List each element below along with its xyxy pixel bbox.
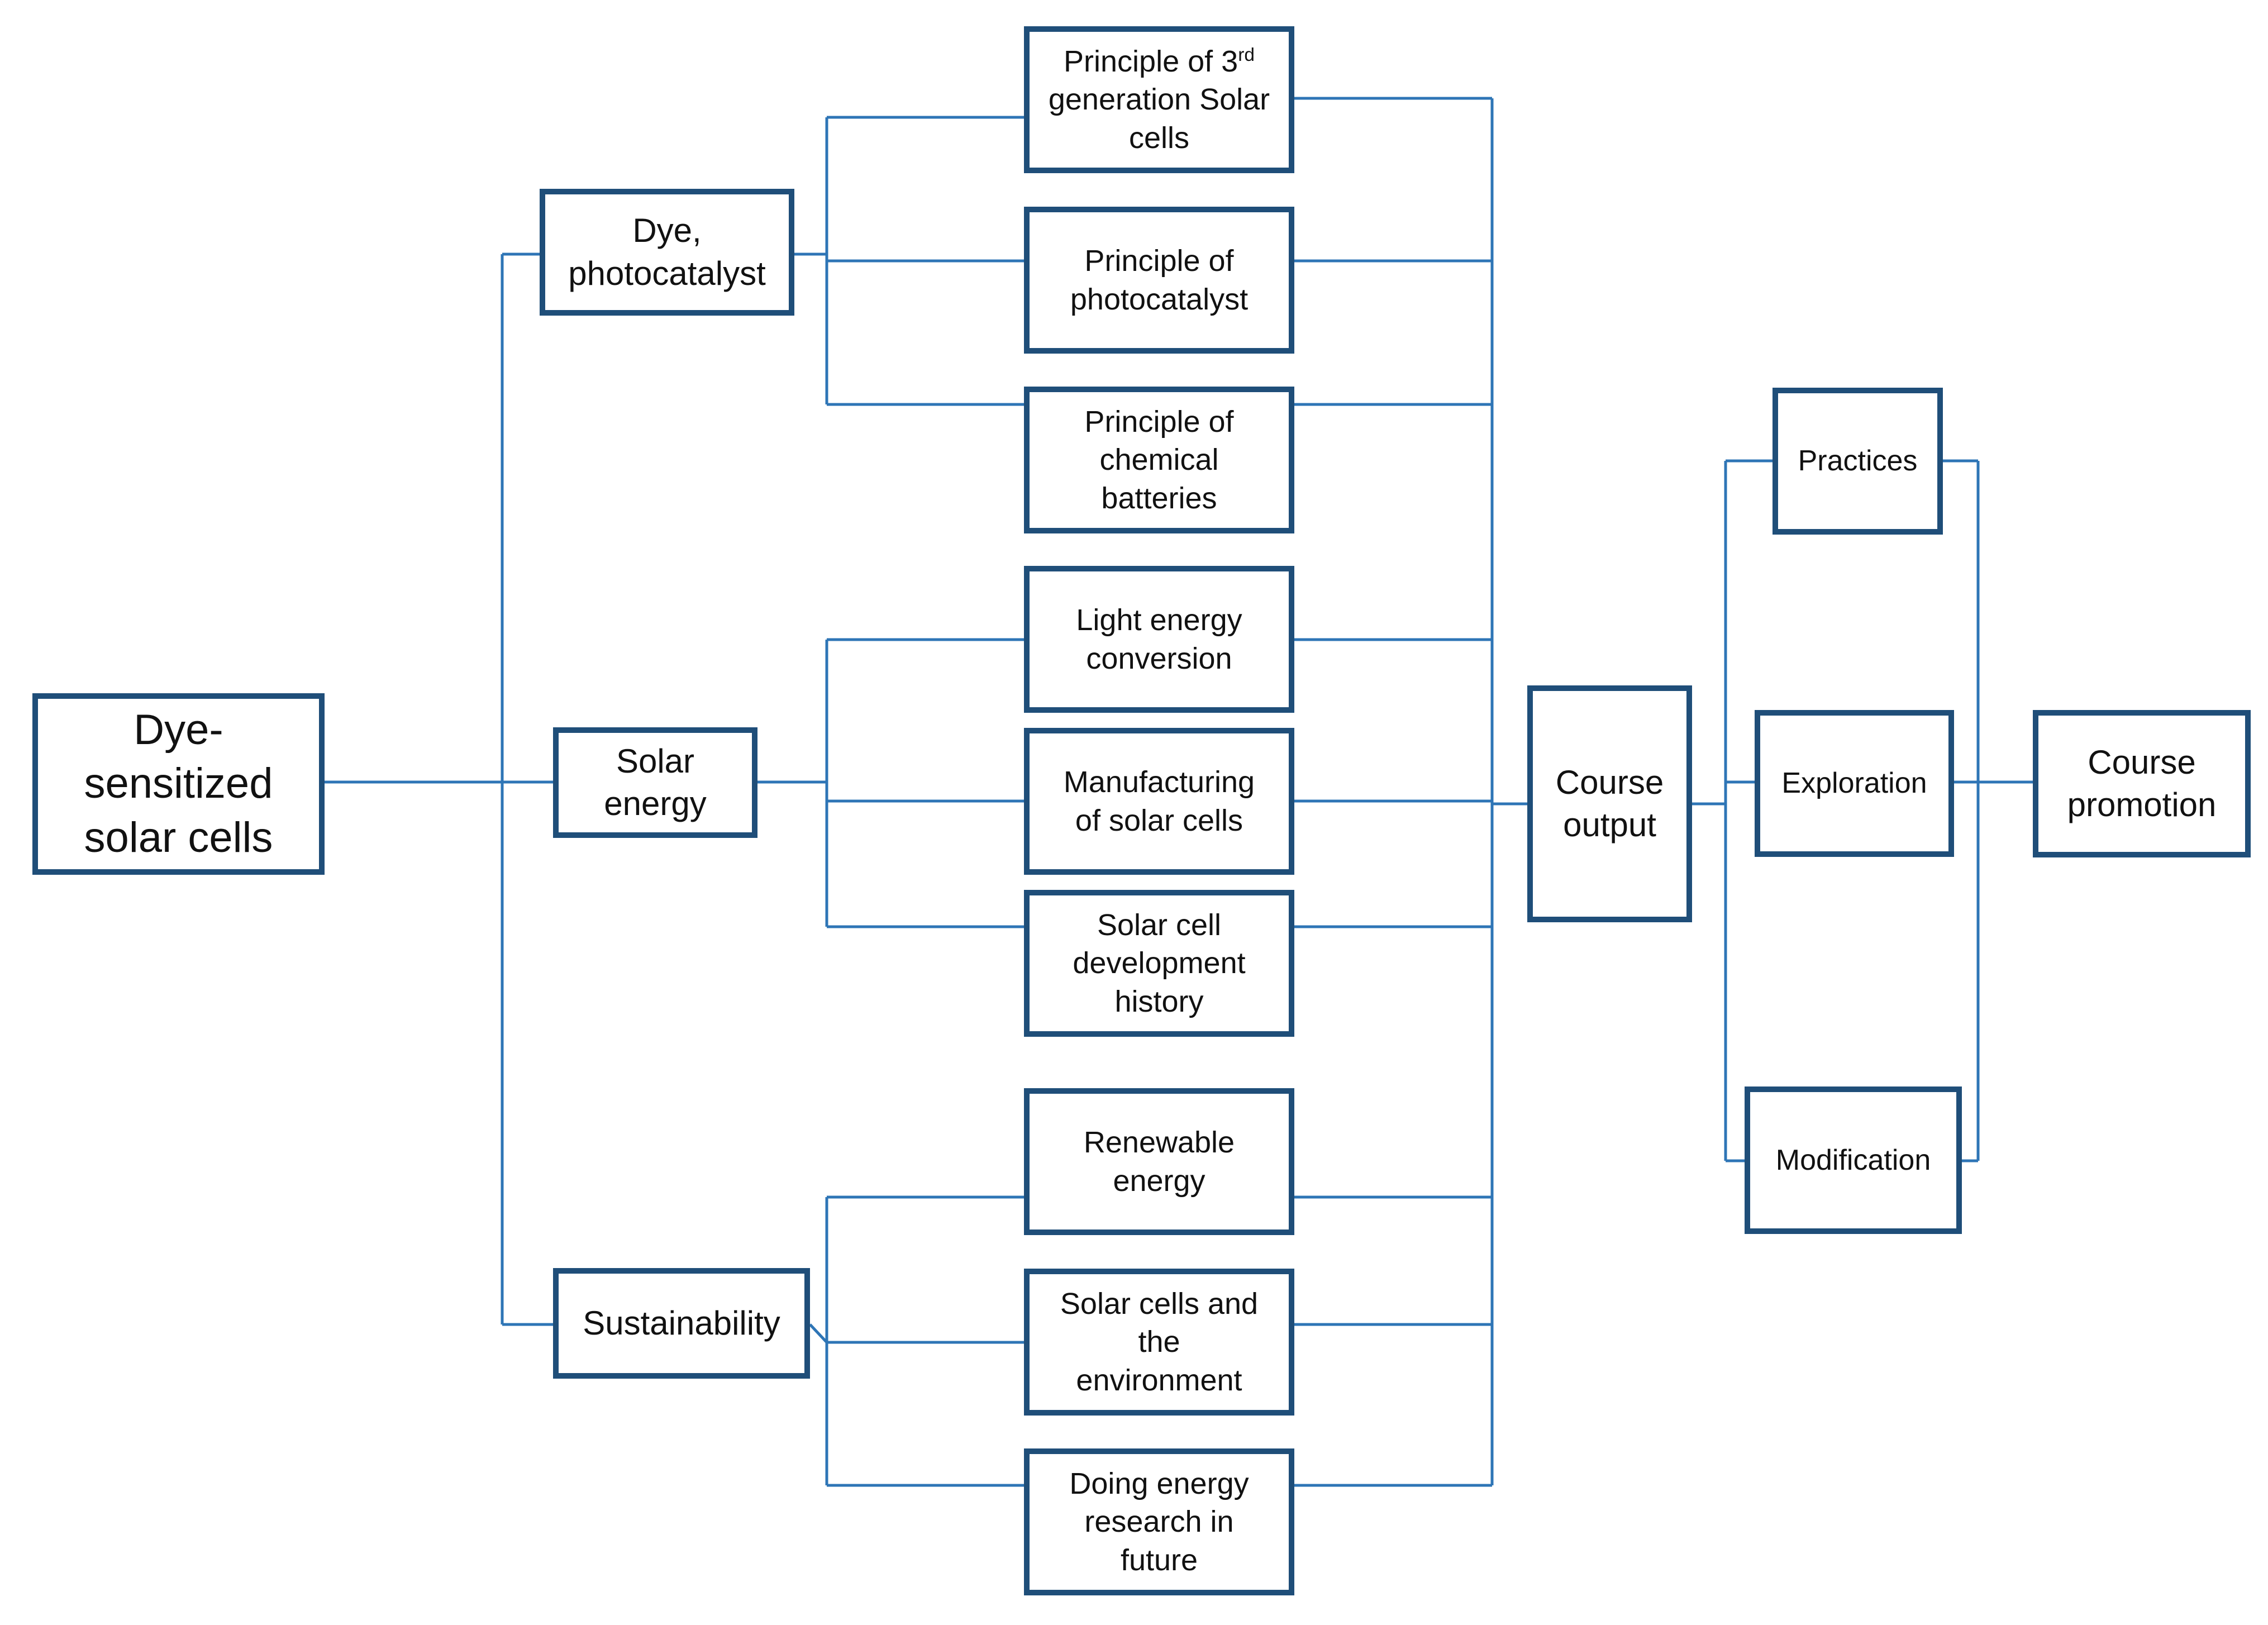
activity-modification-label: Modification — [1775, 1143, 1931, 1176]
course-output-node: Course output — [1527, 685, 1692, 922]
topic-light-conversion-label: Light energy conversion — [1076, 603, 1242, 675]
activity-modification: Modification — [1745, 1086, 1962, 1234]
topic-photocatalyst: Principle of photocatalyst — [1024, 207, 1294, 354]
theme-sustainability-label: Sustainability — [583, 1304, 780, 1342]
course-output-label: Course output — [1555, 763, 1664, 844]
theme-solar-label: Solar energy — [604, 742, 707, 822]
course-promotion-label: Course promotion — [2067, 743, 2217, 823]
topic-renewable-label: Renewable energy — [1083, 1125, 1235, 1198]
topic-environment-label: Solar cells and the environment — [1060, 1286, 1259, 1397]
topic-development-history-label: Solar cell development history — [1073, 908, 1246, 1018]
topic-third-gen-superscript: rd — [1238, 44, 1255, 65]
topic-light-energy-conversion: Light energy conversion — [1024, 566, 1294, 713]
connector-sustainability-out — [809, 1323, 828, 1343]
topic-chemical-batteries-label: Principle of chemical batteries — [1084, 404, 1234, 515]
theme-dye-label: Dye, photocatalyst — [568, 212, 766, 292]
topic-manufacturing-label: Manufacturing of solar cells — [1063, 765, 1255, 837]
activity-practices-label: Practices — [1798, 445, 1918, 478]
topic-solar-cells-environment: Solar cells and the environment — [1024, 1269, 1294, 1416]
activity-practices: Practices — [1773, 388, 1943, 535]
theme-dye-photocatalyst: Dye, photocatalyst — [540, 189, 794, 316]
topic-photocatalyst-label: Principle of photocatalyst — [1070, 244, 1249, 316]
topic-chemical-batteries: Principle of chemical batteries — [1024, 387, 1294, 533]
theme-solar-energy: Solar energy — [553, 727, 757, 838]
topic-manufacturing-solar-cells: Manufacturing of solar cells — [1024, 728, 1294, 875]
root-label: Dye- sensitized solar cells — [84, 706, 273, 861]
theme-sustainability: Sustainability — [553, 1268, 810, 1379]
topic-development-history: Solar cell development history — [1024, 890, 1294, 1037]
topic-renewable-energy: Renewable energy — [1024, 1088, 1294, 1235]
course-promotion-node: Course promotion — [2033, 710, 2251, 857]
root-node: Dye- sensitized solar cells — [32, 693, 325, 875]
topic-future-energy-research: Doing energy research in future — [1024, 1448, 1294, 1595]
activity-exploration: Exploration — [1755, 710, 1954, 857]
topic-future-research-label: Doing energy research in future — [1069, 1466, 1249, 1577]
activity-exploration-label: Exploration — [1781, 767, 1927, 800]
